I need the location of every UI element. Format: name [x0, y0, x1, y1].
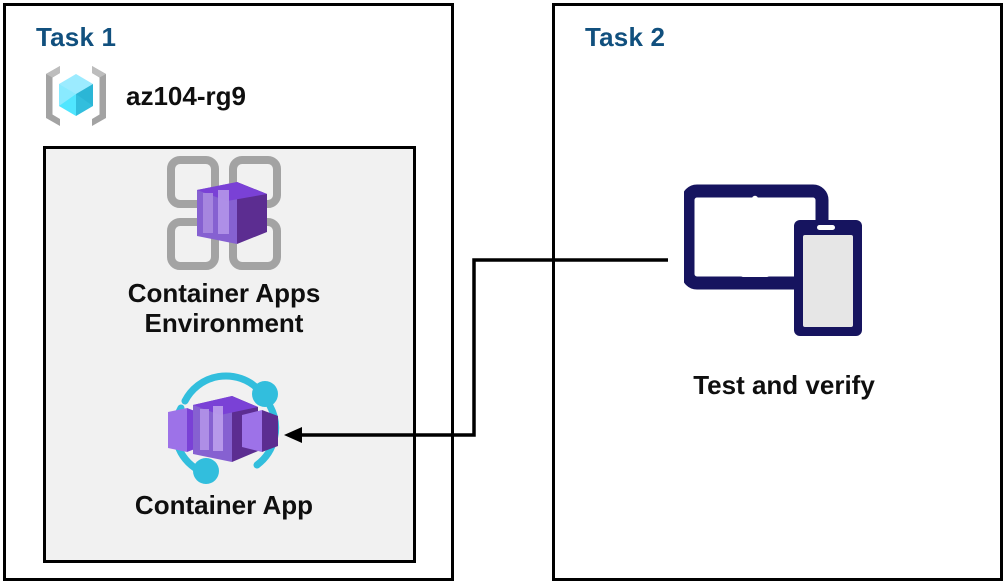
- task-1-title: Task 1: [36, 22, 117, 52]
- node-container-apps-environment: Container Apps Environment: [60, 152, 388, 339]
- node-container-app: Container App: [60, 368, 388, 520]
- test-and-verify-devices-icon: [684, 183, 884, 343]
- resource-group-name: az104-rg9: [126, 80, 246, 111]
- resource-group-icon: [40, 63, 112, 129]
- task-2-title: Task 2: [585, 22, 666, 52]
- test-and-verify-label: Test and verify: [693, 370, 875, 400]
- container-apps-environment-label: Container Apps Environment: [127, 278, 321, 339]
- resource-group-header: az104-rg9: [40, 63, 246, 129]
- node-test-and-verify: Test and verify: [640, 168, 928, 400]
- container-app-label: Container App: [134, 490, 314, 520]
- test-and-verify-icon-frame: [668, 168, 900, 358]
- container-app-icon: [154, 368, 294, 486]
- container-apps-environment-icon: [163, 152, 285, 274]
